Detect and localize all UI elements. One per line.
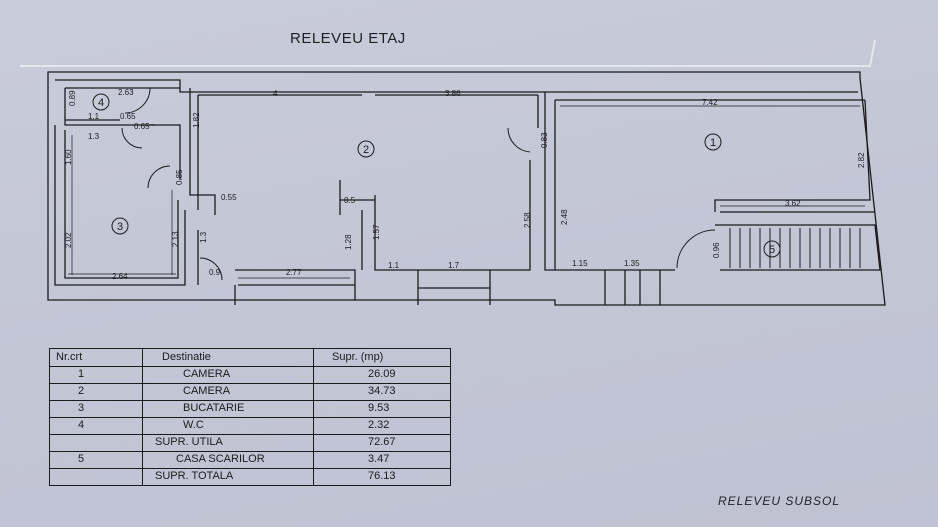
room-marker-4-circle <box>92 93 110 111</box>
dim-label: 1.1 <box>88 112 100 121</box>
row-supr: 26.09 <box>368 368 396 380</box>
dim-label: 2.77 <box>286 268 302 277</box>
dim-label: 1.35 <box>624 259 640 268</box>
dim-label: 0.65 <box>134 122 150 131</box>
table-row: 3 BUCATARIE 9.53 <box>50 400 450 418</box>
dim-label: 1.28 <box>344 234 353 250</box>
dim-label: 1.60 <box>64 149 73 165</box>
dim-label: 2.64 <box>112 272 128 281</box>
dim-label: 0.83 <box>540 132 549 148</box>
table-row: SUPR. UTILA 72.67 <box>50 434 450 452</box>
row-nr: 3 <box>78 402 85 414</box>
row-dest: BUCATARIE <box>183 402 245 414</box>
table-header-row: Nr.crt Destinatie Supr. (mp) <box>50 349 450 367</box>
dim-label: 3.86 <box>445 89 461 98</box>
dimension-lines <box>68 91 865 279</box>
table-row: 2 CAMERA 34.73 <box>50 383 450 401</box>
row-supr: 72.67 <box>368 436 396 448</box>
dimension-labels: 2.63 0.89 1.1 0.65 0.65 1.3 1.60 2.02 0.… <box>64 88 866 281</box>
room-marker-3-circle <box>111 217 129 235</box>
row-nr: 4 <box>78 419 85 431</box>
dim-label: 1.82 <box>192 112 201 128</box>
table-row: 4 W.C 2.32 <box>50 417 450 435</box>
room-label-1: 1 <box>710 137 716 149</box>
header-nr: Nr.crt <box>56 351 83 363</box>
paper-edge <box>20 39 876 67</box>
row-dest: SUPR. TOTALA <box>155 470 234 482</box>
header-destinatie: Destinatie <box>162 351 211 363</box>
dim-label: 2.82 <box>857 152 866 168</box>
dim-label: 2.48 <box>560 209 569 225</box>
dim-label: 0.5 <box>344 196 356 205</box>
header-supr: Supr. (mp) <box>332 351 384 363</box>
table-row: SUPR. TOTALA 76.13 <box>50 468 450 485</box>
stair-treads <box>729 228 861 268</box>
room-label-2: 2 <box>363 144 369 156</box>
row-dest: SUPR. UTILA <box>155 436 223 448</box>
row-nr: 1 <box>78 368 85 380</box>
table-row: 5 CASA SCARILOR 3.47 <box>50 451 450 469</box>
row-dest: CAMERA <box>183 368 231 380</box>
dim-label: 3.62 <box>785 199 801 208</box>
row-supr: 76.13 <box>368 470 396 482</box>
room-marker-2-circle <box>357 140 375 158</box>
dim-label: 4 <box>273 89 278 98</box>
dim-label: 1.15 <box>572 259 588 268</box>
door-swings <box>121 87 716 281</box>
dim-label: 2.58 <box>523 212 532 228</box>
row-supr: 9.53 <box>368 402 390 414</box>
dim-label: 0.89 <box>68 90 77 106</box>
room-marker-1-circle <box>704 133 722 151</box>
row-dest: CAMERA <box>183 385 231 397</box>
dim-label: 1.1 <box>388 261 400 270</box>
room-label-4: 4 <box>98 97 104 109</box>
dim-label: 2.63 <box>118 88 134 97</box>
table-row: 1 CAMERA 26.09 <box>50 366 450 384</box>
dim-label: 1.3 <box>88 132 100 141</box>
dim-label: 1.57 <box>372 224 381 240</box>
dim-label: 0.96 <box>712 242 721 258</box>
dim-label: 1.7 <box>448 261 460 270</box>
row-dest: W.C <box>183 419 204 431</box>
area-table: Nr.crt Destinatie Supr. (mp) 1 CAMERA 26… <box>49 348 451 486</box>
row-nr: 5 <box>78 453 85 465</box>
footer-title: RELEVEU SUBSOL <box>718 494 841 508</box>
dim-label: 2.02 <box>64 232 73 248</box>
room-label-3: 3 <box>117 221 123 233</box>
dim-label: 0.9 <box>209 268 221 277</box>
plan-title: RELEVEU ETAJ <box>290 30 406 47</box>
row-supr: 3.47 <box>368 453 390 465</box>
row-supr: 2.32 <box>368 419 390 431</box>
row-dest: CASA SCARILOR <box>176 453 265 465</box>
outer-walls <box>47 71 886 306</box>
row-supr: 34.73 <box>368 385 396 397</box>
dim-label: 2.13 <box>171 231 180 247</box>
dim-label: 7.42 <box>702 98 718 107</box>
dim-label: 0.85 <box>175 169 184 185</box>
row-nr: 2 <box>78 385 85 397</box>
dim-label: 0.65 <box>120 112 136 121</box>
room-label-5: 5 <box>769 244 775 256</box>
room-marker-5-circle <box>763 240 781 258</box>
dim-label: 0.55 <box>221 193 237 202</box>
dim-label: 1.3 <box>199 231 208 243</box>
room-markers: 4 3 2 1 5 <box>92 93 781 258</box>
